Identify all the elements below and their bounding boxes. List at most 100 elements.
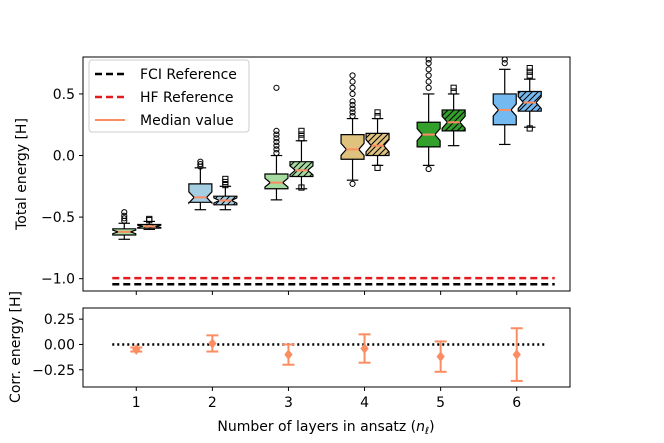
x-axis-label-symbol: n <box>416 419 425 435</box>
flier <box>425 78 432 85</box>
bottom-x-tick-label: 1 <box>132 395 141 411</box>
errorbar-layers-4 <box>358 333 371 364</box>
flier <box>374 113 381 120</box>
reference-lines <box>112 276 555 286</box>
flier <box>349 101 356 109</box>
legend-fci-label: FCI Reference <box>140 67 237 83</box>
x-axis-label-close: ) <box>429 419 434 435</box>
errorbar-marker <box>360 343 369 354</box>
bottom-x-tick-label: 2 <box>208 395 217 411</box>
flier <box>273 146 280 153</box>
flier <box>374 109 381 116</box>
flier <box>121 212 128 219</box>
boxplot-layers-5-plain <box>416 56 441 173</box>
box-body <box>340 133 365 160</box>
flier <box>501 56 508 63</box>
flier <box>374 164 381 171</box>
flier <box>298 131 305 138</box>
flier <box>349 109 356 116</box>
flier <box>425 66 432 73</box>
legend-hf-label: HF Reference <box>140 90 234 106</box>
bottom-x-tick-label: 6 <box>512 395 521 411</box>
flier <box>425 165 432 173</box>
x-axis-label-text: Number of layers in ansatz ( <box>217 419 416 435</box>
boxplots <box>112 56 542 240</box>
flier <box>349 84 356 91</box>
flier <box>501 60 508 67</box>
flier <box>425 72 432 79</box>
bottom-y-tick-label: −0.25 <box>32 363 75 379</box>
boxplot-layers-1-plain <box>112 209 137 240</box>
box-body <box>264 173 289 190</box>
boxplot-layers-3-plain <box>264 84 289 201</box>
legend-box <box>88 59 250 133</box>
bottom-axes-frame <box>82 307 571 388</box>
flier <box>450 84 457 91</box>
flier <box>349 113 356 120</box>
flier <box>197 158 204 165</box>
flier <box>526 64 533 72</box>
boxplot-layers-3-hatched <box>289 127 314 191</box>
flier <box>273 131 280 138</box>
flier <box>349 105 356 112</box>
errorbar-marker <box>284 349 293 360</box>
flier <box>349 72 356 79</box>
top-y-axis-label: Total energy [H] <box>14 118 30 231</box>
bottom-y-tick-label: 0.25 <box>44 312 75 328</box>
flier <box>273 127 280 134</box>
top-y-tick-label: 0.5 <box>53 87 75 103</box>
flier <box>425 56 432 63</box>
flier <box>526 125 533 132</box>
x-axis-label: Number of layers in ansatz (nℓ) <box>217 419 434 437</box>
top-x-ticks <box>135 291 518 295</box>
bottom-x-tick-label: 5 <box>436 395 445 411</box>
boxplot-layers-5-hatched <box>441 84 466 147</box>
box-hatch <box>518 91 542 112</box>
flier <box>273 84 280 91</box>
flier <box>273 135 280 142</box>
flier <box>273 149 280 157</box>
boxplot-layers-6-plain <box>492 56 517 146</box>
boxplot-layers-2-hatched <box>213 175 238 211</box>
box-hatch <box>366 133 390 156</box>
flier <box>526 72 533 79</box>
top-y-ticks: −1.0 −0.5 0.0 0.5 <box>41 87 83 288</box>
errorbar-layers-3 <box>282 343 295 366</box>
bottom-y-ticks: −0.25 0.00 0.25 <box>32 312 83 379</box>
top-y-tick-label: −0.5 <box>41 210 75 226</box>
total-energy-panel: −1.0 −0.5 0.0 0.5 Total energy [H] FCI Refe… <box>14 56 571 295</box>
legend: FCI Reference HF Reference Median value <box>88 59 250 133</box>
errorbar-layers-6 <box>510 327 523 382</box>
bottom-x-tick-label: 3 <box>284 395 293 411</box>
top-y-tick-label: 0.0 <box>53 149 75 165</box>
errorbar-layers-5 <box>434 340 447 373</box>
flier <box>349 78 356 85</box>
boxplot-layers-1-hatched <box>137 215 162 231</box>
box-hatch <box>289 161 313 177</box>
bottom-y-tick-label: 0.00 <box>44 337 75 353</box>
boxplot-layers-4-hatched <box>365 109 390 171</box>
errorbar-marker <box>132 344 141 355</box>
boxplot-layers-2-plain <box>188 158 213 211</box>
flier <box>526 68 533 75</box>
flier <box>349 90 356 98</box>
errorbar-layers-2 <box>206 334 219 353</box>
flier <box>197 161 204 168</box>
flier <box>425 60 432 67</box>
flier <box>222 175 229 183</box>
flier <box>273 142 280 149</box>
box-body <box>188 183 213 205</box>
errorbar-marker <box>208 338 217 349</box>
bottom-y-axis-label: Corr. energy [H] <box>8 291 24 403</box>
top-y-tick-label: −1.0 <box>41 272 75 288</box>
flier <box>146 215 153 223</box>
flier <box>450 88 457 95</box>
flier <box>298 184 305 191</box>
boxplot-layers-4-plain <box>340 72 365 187</box>
flier <box>121 209 128 216</box>
x-axis-label-subscript: ℓ <box>425 426 429 437</box>
flier <box>425 84 432 91</box>
